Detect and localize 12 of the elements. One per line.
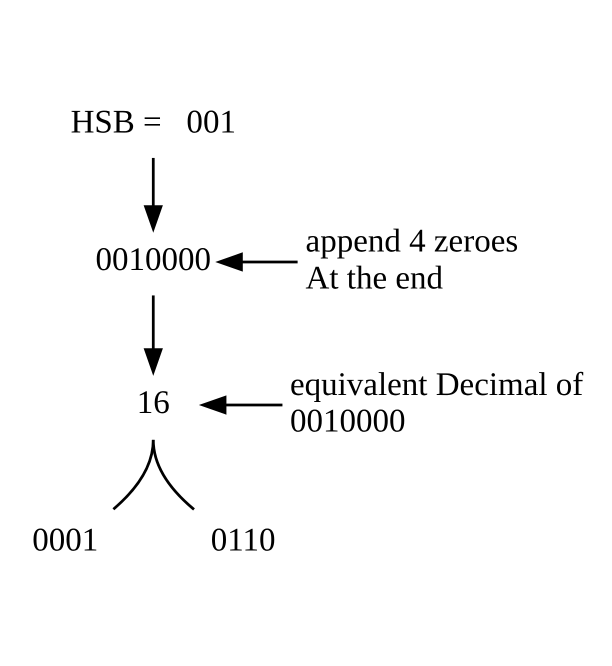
arrow (144, 294, 163, 376)
arrow (198, 394, 282, 414)
node-text: HSB = 001 (70, 104, 236, 140)
connector (152, 439, 195, 510)
arrow (144, 157, 163, 232)
node-text: 16 (136, 384, 170, 421)
node-text: equivalent Decimal of 0010000 (290, 366, 584, 439)
node-text: 0010000 (95, 242, 212, 278)
node-text: append 4 zeroes At the end (306, 223, 518, 296)
node-text: 0001 (32, 522, 98, 558)
node-text: 0110 (210, 522, 276, 558)
arrow (215, 252, 298, 272)
